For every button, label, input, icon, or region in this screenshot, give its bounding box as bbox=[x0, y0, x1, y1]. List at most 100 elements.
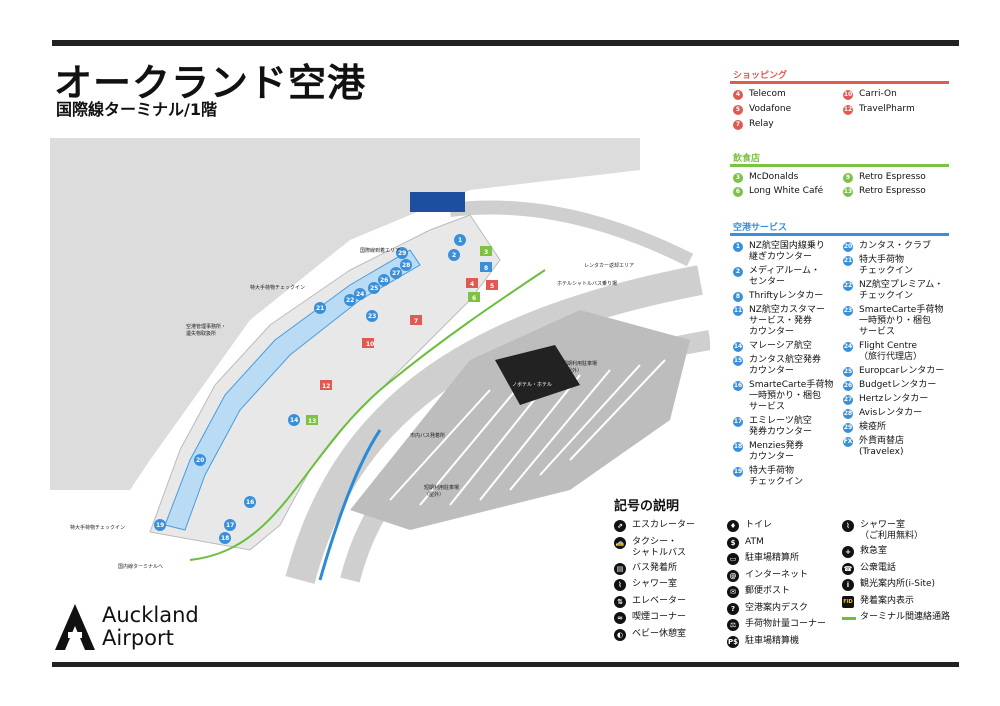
baggage-scale-label: 手荷物計量コーナー bbox=[745, 619, 827, 629]
svg-text:12: 12 bbox=[322, 383, 330, 390]
legend-services-rule bbox=[730, 233, 949, 236]
legend-services-badge-8: 8 bbox=[733, 292, 743, 302]
legend-services-item-1-line1: 継ぎカウンター bbox=[749, 252, 813, 262]
legend-shopping-item-10: Carri-On bbox=[859, 89, 897, 99]
legend-shopping-item-7: Relay bbox=[749, 119, 774, 129]
legend-food-badge-3: 3 bbox=[733, 173, 743, 183]
svg-text:29: 29 bbox=[398, 250, 406, 257]
car-park bbox=[350, 310, 690, 530]
symbols-title: 記号の説明 bbox=[614, 499, 680, 514]
brand-line-2: Airport bbox=[102, 626, 174, 650]
legend-services-badge-25: 25 bbox=[843, 367, 853, 377]
legend-shopping-badge-5: 5 bbox=[733, 105, 743, 115]
taxi-shuttle-label-1: シャトルバス bbox=[632, 547, 687, 558]
legend-services-badge-19: 19 bbox=[733, 467, 743, 477]
parking-pay-icon: ▭ bbox=[727, 553, 739, 565]
phone-icon: ☎ bbox=[842, 562, 854, 575]
svg-text:1: 1 bbox=[458, 237, 462, 244]
legend-services-item-17: エミレーツ航空 bbox=[749, 416, 812, 426]
svg-text:24: 24 bbox=[356, 291, 364, 298]
legend-services-badge-18: 18 bbox=[733, 442, 743, 452]
connector-path-icon bbox=[842, 617, 856, 620]
svg-text:27: 27 bbox=[392, 270, 400, 277]
page-subtitle: 国際線ターミナル/1階 bbox=[56, 100, 217, 119]
legend-services-item-21: 特大手荷物 bbox=[859, 255, 905, 265]
svg-text:19: 19 bbox=[156, 522, 164, 529]
label-oversize-bottom: 特大手荷物チェックイン bbox=[70, 525, 126, 531]
apron-area bbox=[50, 138, 640, 490]
legend-services-item-25: Europcarレンタカー bbox=[859, 366, 945, 376]
elevator-icon: ⇅ bbox=[614, 595, 626, 608]
svg-text:20: 20 bbox=[196, 457, 204, 464]
legend-food-item-9: Retro Espresso bbox=[859, 172, 926, 182]
svg-text:3: 3 bbox=[484, 249, 488, 256]
legend-services-title: 空港サービス bbox=[733, 223, 788, 233]
legend-services-item-29: 検疫所 bbox=[859, 422, 887, 432]
legend-services-item-8: Thriftyレンタカー bbox=[749, 291, 824, 301]
svg-text:6: 6 bbox=[472, 295, 476, 302]
legend-services-item-23-line1: 一時預かり・梱包 bbox=[859, 316, 932, 326]
car-park-stripes bbox=[389, 359, 666, 506]
legend-shopping-title: ショッピング bbox=[733, 71, 788, 81]
post-label: 郵便ポスト bbox=[745, 586, 791, 596]
legend-food-item-3: McDonalds bbox=[749, 172, 799, 182]
label-domestic: 国内線ターミナルへ bbox=[118, 564, 164, 570]
legend-services-item-26: Budgetレンタカー bbox=[859, 380, 937, 390]
fid-label: 発着案内表示 bbox=[860, 595, 915, 606]
legend-food-rule bbox=[730, 164, 949, 167]
svg-text:16: 16 bbox=[246, 499, 254, 506]
shower-free-label: シャワー室 bbox=[860, 520, 906, 530]
legend-services-badge-1: 1 bbox=[733, 242, 743, 252]
legend-services-item-11-line2: カウンター bbox=[749, 327, 795, 337]
legend-services-badge-23: 23 bbox=[843, 306, 853, 316]
toilet-icon: ♦ bbox=[727, 520, 739, 532]
legend-services-item-24: Flight Centre bbox=[859, 341, 918, 351]
svg-text:22: 22 bbox=[346, 297, 354, 304]
road-outer bbox=[285, 265, 703, 584]
legend-services-item-17-line1: 発券カウンター bbox=[749, 427, 813, 437]
legend-services-item-FX-line1: (Travelex) bbox=[859, 447, 904, 457]
legend-services-item-14: マレーシア航空 bbox=[749, 341, 812, 351]
svg-text:8: 8 bbox=[484, 265, 488, 272]
shower-icon: ⌇ bbox=[614, 579, 626, 591]
legend-shopping-badge-7: 7 bbox=[733, 120, 743, 130]
atm-icon: $ bbox=[727, 536, 739, 549]
parking-pay-station-icon: P$ bbox=[727, 635, 739, 648]
legend-services-badge-FX: FX bbox=[843, 437, 853, 447]
connector-path bbox=[189, 269, 546, 561]
legend-services-item-1: NZ航空国内線乗り bbox=[749, 241, 825, 251]
legend-services-badge-26: 26 bbox=[843, 381, 853, 391]
legend-services-item-22: NZ航空プレミアム・ bbox=[859, 280, 944, 290]
info-desk-icon: ? bbox=[727, 602, 739, 615]
legend-services-item-11: NZ航空カスタマー bbox=[749, 305, 825, 315]
svg-text:4: 4 bbox=[470, 281, 474, 288]
legend-services-item-15: カンタス航空発券 bbox=[749, 355, 822, 365]
legend-services-badge-29: 29 bbox=[843, 423, 853, 433]
svg-text:21: 21 bbox=[316, 305, 324, 312]
parking-pay-label: 駐車場精算所 bbox=[745, 553, 800, 563]
legend-services-item-11-line1: サービス・発券 bbox=[749, 316, 813, 326]
svg-text:28: 28 bbox=[402, 262, 410, 269]
legend-food-badge-13: 13 bbox=[843, 187, 853, 197]
svg-text:7: 7 bbox=[414, 318, 418, 325]
legend-services-badge-21: 21 bbox=[843, 256, 853, 266]
legend-services-badge-2: 2 bbox=[733, 267, 743, 277]
baggage-scale-icon: ⚖ bbox=[727, 619, 739, 631]
label-oversize-top: 特大手荷物チェックイン bbox=[250, 285, 306, 291]
legend-shopping-item-4: Telecom bbox=[749, 89, 786, 99]
legend-services-item-24-line1: （旅行代理店） bbox=[859, 352, 923, 362]
legend-food-item-13: Retro Espresso bbox=[859, 186, 926, 196]
brand-name: Auckland Airport bbox=[102, 604, 199, 650]
connector-path-label: ターミナル間連絡通路 bbox=[860, 612, 951, 622]
legend-services-badge-15: 15 bbox=[733, 356, 743, 366]
svg-text:18: 18 bbox=[221, 535, 229, 542]
toilet-label: トイレ bbox=[745, 520, 773, 530]
legend-services-item-16-line2: サービス bbox=[749, 402, 786, 412]
label-hotel: ノボテル・ホテル bbox=[512, 382, 553, 388]
shower-free-icon: ⌇ bbox=[842, 520, 854, 532]
legend-services-item-20: カンタス・クラブ bbox=[859, 241, 932, 251]
top-rule bbox=[52, 40, 959, 46]
atm-label: ATM bbox=[745, 536, 764, 547]
legend-services-badge-27: 27 bbox=[843, 395, 853, 405]
i-site-label: 観光案内所(i-Site) bbox=[860, 579, 936, 589]
